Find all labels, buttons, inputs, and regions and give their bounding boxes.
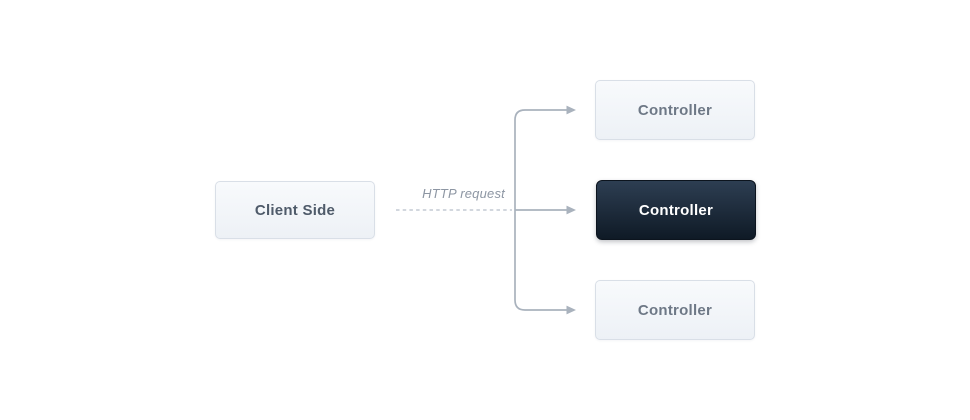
arrowhead-icon: [566, 205, 576, 215]
branch-line-top: [514, 109, 567, 210]
client-side-label: Client Side: [254, 201, 336, 219]
http-request-label: HTTP request: [422, 186, 505, 201]
controller-label: Controller: [637, 101, 713, 119]
client-side-node: Client Side: [215, 181, 375, 239]
controller-node-middle-highlighted: Controller: [596, 180, 756, 240]
arrowhead-icon: [566, 305, 576, 315]
controller-label: Controller: [637, 301, 713, 319]
arrowhead-icon: [566, 105, 576, 115]
controller-node-top: Controller: [595, 80, 755, 140]
controller-node-bottom: Controller: [595, 280, 755, 340]
branch-line-bottom: [514, 210, 567, 311]
controller-label: Controller: [638, 201, 714, 219]
